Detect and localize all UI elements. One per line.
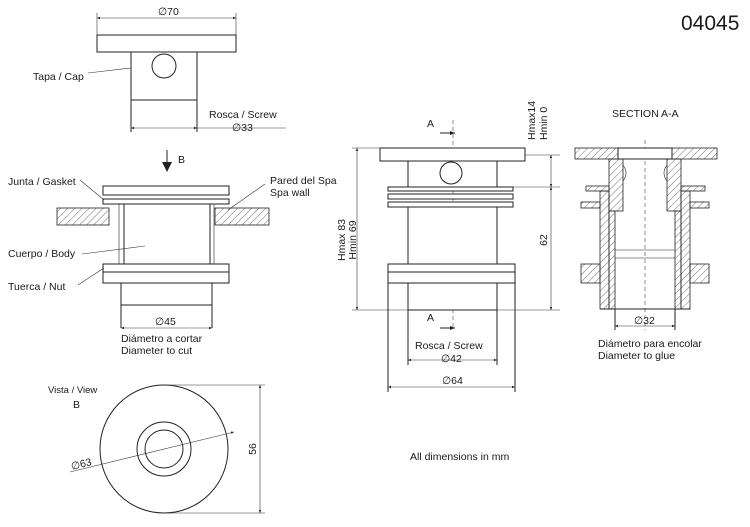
hmin-top: Hmin 0 <box>538 107 550 140</box>
spa-wall-label-es: Pared del Spa <box>270 175 337 187</box>
body-bottom <box>120 282 213 306</box>
section-marker-bottom: A <box>427 312 434 324</box>
hmax-total: Hmax 83 <box>336 219 348 261</box>
nut-label: Tuerca / Nut <box>8 281 65 293</box>
gasket-label: Junta / Gasket <box>8 176 76 188</box>
hmax-top: Hmax14 <box>526 101 538 140</box>
units-note: All dimensions in mm <box>410 451 509 463</box>
cap-label: Tapa / Cap <box>33 71 84 83</box>
body <box>123 203 211 265</box>
assembly-view: B Junta / Gasket Pared del Spa Spa wall … <box>8 150 337 357</box>
side-view: A A Hmax14 Hmin 0 62 Hmax 83 Hmin 69 <box>336 101 560 392</box>
cap-screw-diameter: ∅33 <box>232 122 253 134</box>
bottom-view: Vista / View B ∅63 56 <box>48 384 265 514</box>
nut <box>102 263 230 273</box>
cut-label-es: Diámetro a cortar <box>121 333 203 345</box>
view-b-arrow-letter: B <box>178 154 185 166</box>
assembly-cap <box>102 185 230 196</box>
cap-screw-label: Rosca / Screw <box>209 109 277 121</box>
spa-wall-right <box>214 207 270 226</box>
gasket <box>102 198 230 205</box>
side-screw-label: Rosca / Screw <box>415 340 483 352</box>
side-body <box>407 206 498 265</box>
cut-diameter-value: ∅45 <box>155 316 176 328</box>
cap-hole <box>151 53 177 79</box>
cut-label-en: Diameter to cut <box>121 345 192 357</box>
bottom-view-title: Vista / View <box>48 385 97 396</box>
side-nut <box>387 263 516 273</box>
section-marker-top: A <box>427 118 434 130</box>
body-label: Cuerpo / Body <box>8 248 76 260</box>
drawing-number: 04045 <box>681 12 739 35</box>
side-cap-flange <box>379 147 526 162</box>
section-title: SECTION A-A <box>612 108 679 120</box>
cap-view: ∅70 Tapa / Cap Rosca / Screw ∅33 <box>33 6 286 134</box>
side-screw-diameter: ∅42 <box>441 353 462 365</box>
glue-diameter: ∅32 <box>634 315 655 327</box>
spa-wall-left <box>56 207 110 226</box>
section-view: SECTION A-A ∅32 Diámetro para encolar <box>574 108 718 362</box>
hmin-total: Hmin 69 <box>347 220 359 259</box>
bottom-outer-diameter: ∅63 <box>70 456 93 473</box>
cap-flange <box>96 34 237 53</box>
height-62: 62 <box>538 234 550 246</box>
glue-label-es: Diámetro para encolar <box>598 338 702 350</box>
glue-label-en: Diameter to glue <box>598 350 675 362</box>
bottom-height: 56 <box>247 443 259 455</box>
bottom-view-letter: B <box>73 399 80 411</box>
spa-wall-label-en: Spa wall <box>270 187 310 199</box>
side-outer-diameter: ∅64 <box>442 375 463 387</box>
cap-diameter-label: ∅70 <box>158 6 179 18</box>
